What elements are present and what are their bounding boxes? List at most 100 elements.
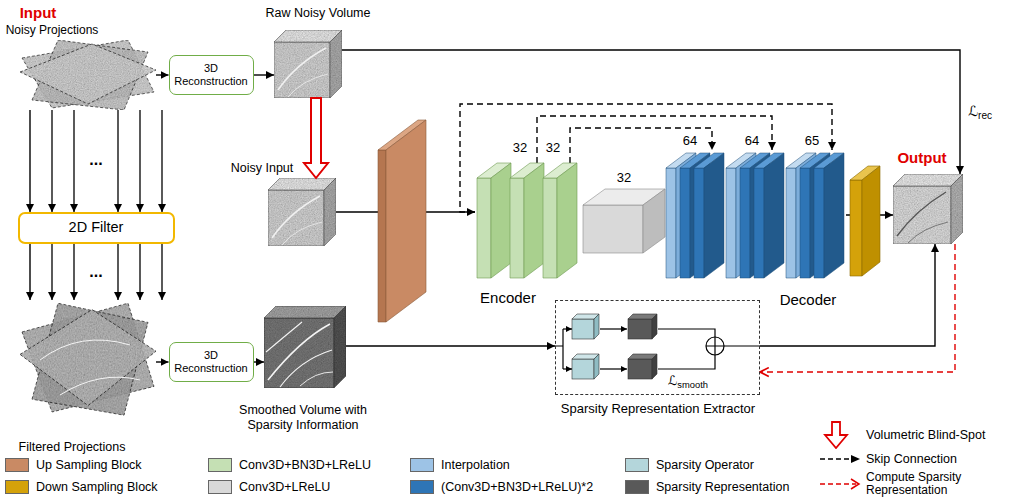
arrowhead-sample [851,479,859,489]
cube-face [334,306,346,388]
node-caption: Sparsity Representation Extractor [561,401,755,417]
legend-label: Up Sampling Block [36,458,142,473]
blind-spot-arrow-sample [825,422,847,448]
encoder-block: Encoder [475,163,579,278]
node-caption: Encoder [480,289,536,307]
cube-face [268,190,324,246]
legend-label: Sparsity Operator [656,458,754,473]
block-face [850,180,862,276]
decoder-block: Decoder [664,150,846,280]
projection-plane [20,310,156,406]
block-face [800,168,810,278]
block-face [754,168,764,278]
block-face [557,163,577,278]
block-face [643,189,665,253]
wire [563,368,572,369]
flow-arrow [156,361,169,362]
fibre [897,192,946,236]
legend-swatch [625,458,649,472]
bottleneck-block [583,189,665,253]
sparsity-representation [652,354,657,379]
sparsity-operator [594,354,599,379]
down-sampling-block [850,166,880,276]
arrow [139,110,140,212]
smoothed-fibres [266,322,333,387]
extractor-box: Sparsity Representation Extractor [555,300,760,395]
block-face [491,163,511,278]
conv-block [477,163,511,278]
cube-face [264,306,346,318]
arrow [161,244,162,300]
sum-symbol [706,337,724,355]
wire [555,329,563,369]
double-conv-block [694,153,724,278]
block-face [740,168,750,278]
math-symbol: ℒ [668,373,677,388]
flow-arrow [29,244,30,300]
fibre [908,222,948,243]
arrow [117,244,118,300]
legend-label: Conv3D+BN3D+LReLU [239,458,371,473]
channel-number: 65 [805,134,819,148]
legend-label: (Conv3D+BN3D+LReLU)*2 [441,480,593,495]
channel-number: 32 [513,141,527,155]
arrow [51,244,52,300]
projection-plane [20,44,156,104]
fibre [60,377,140,395]
process-box: 3D Reconstruction [169,55,254,95]
node-caption: Noisy Projections [6,23,99,37]
block-face [862,166,880,276]
fibre [300,372,333,386]
channel-number: 64 [745,134,759,148]
block-face [764,153,784,278]
skip-connection [537,116,772,163]
legend-swatch [5,480,29,494]
cube-face [324,178,336,246]
fibre [40,340,130,360]
sum-circle [706,337,724,355]
block-face [510,178,524,278]
arrow [161,110,162,212]
arrow [51,110,52,212]
node-caption: Filtered Projections [19,440,126,455]
block-face [786,168,796,278]
block-face [814,168,824,278]
legend-swatch [5,458,29,472]
volume-cube: Raw Noisy Volume [274,30,342,98]
block-face [583,205,643,253]
filtered-planes [20,303,156,415]
projection-stack: InputNoisy Projections [18,38,156,110]
volume-cube: Smoothed Volume with Sparsity Informatio… [264,306,346,388]
sparsity-representation [628,359,652,379]
noisy-input-cube [268,178,336,246]
block-face [543,178,557,278]
output-cube: Output [893,174,963,244]
cube-face [893,186,951,244]
fibre [268,324,330,380]
wire [658,355,715,369]
channel-number: 32 [617,171,631,185]
flow-arrow [346,345,555,346]
conv-block [510,163,544,278]
node-caption: Smoothed Volume with Sparsity Informatio… [228,403,378,433]
node-caption: Decoder [780,291,837,309]
loss-label: ℒrec [966,103,994,122]
sum-cross [706,337,724,355]
arrow [73,110,74,212]
node-caption: Input [20,4,57,22]
ellipsis: ... [89,151,102,169]
legend-label: Volumetric Blind-Spot [866,428,986,443]
block-face [704,153,724,278]
raw-volume-cube [274,30,342,98]
flow-arrow [29,110,30,212]
legend-label: Interpolation [441,458,510,473]
fibre [266,322,302,352]
legend-swatch [410,458,434,472]
block-face [524,163,544,278]
wire [563,328,572,329]
filtered-fibres [40,340,140,395]
box-label: 3D Reconstruction [173,62,250,88]
node-caption: Noisy Input [231,161,294,176]
